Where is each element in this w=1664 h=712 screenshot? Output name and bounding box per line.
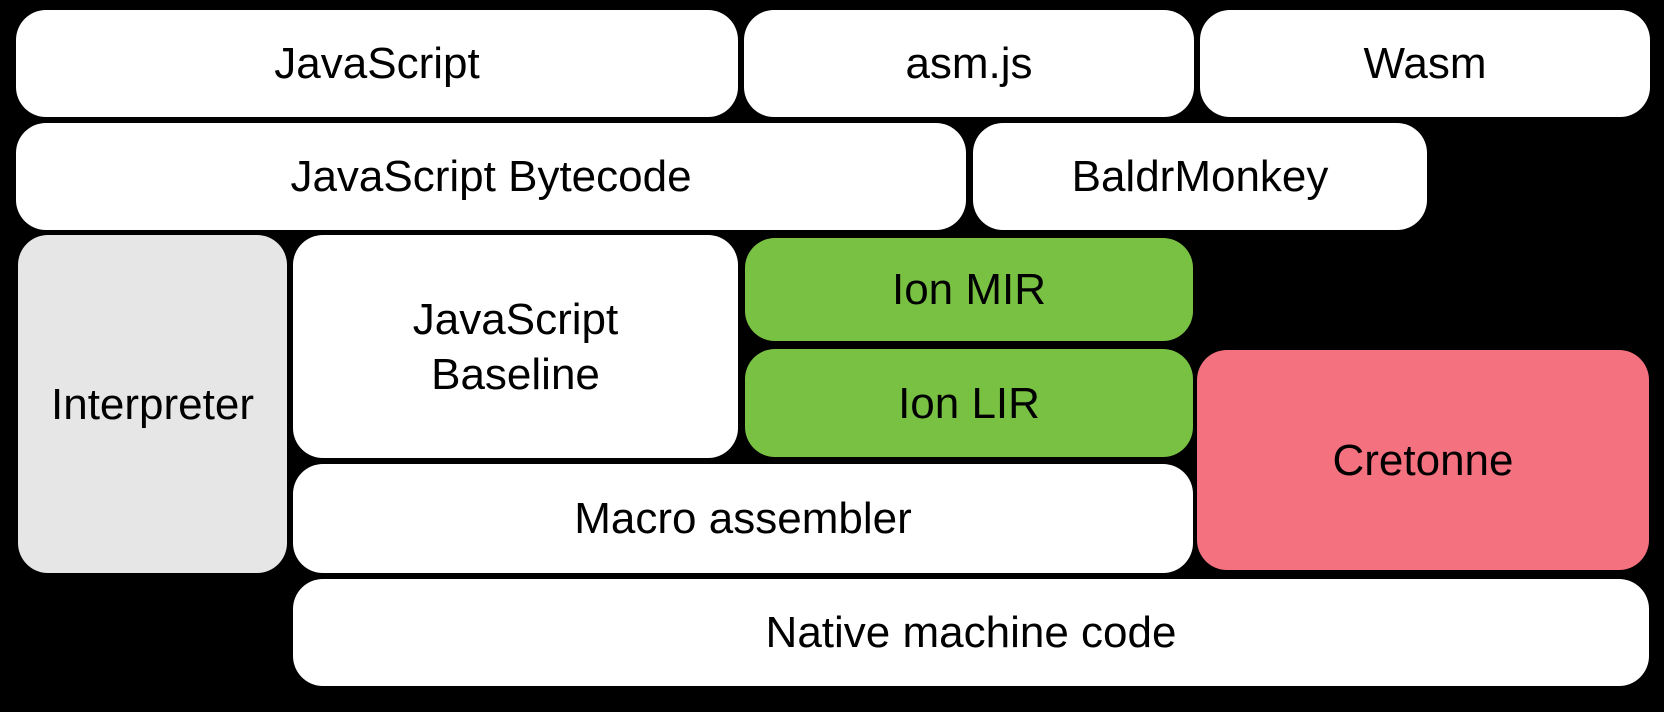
node-native-machine-code-label: Native machine code (765, 608, 1177, 657)
node-ion-lir-label: Ion LIR (898, 378, 1040, 428)
node-wasm: Wasm (1200, 10, 1650, 117)
node-interpreter-label: Interpreter (51, 379, 254, 429)
node-javascript: JavaScript (16, 10, 738, 117)
node-native-machine-code: Native machine code (293, 579, 1649, 686)
node-ion-lir: Ion LIR (745, 349, 1193, 457)
node-ion-mir-label: Ion MIR (891, 265, 1047, 314)
node-cretonne-label: Cretonne (1332, 435, 1514, 485)
node-javascript-baseline-label: JavaScript Baseline (412, 294, 619, 399)
node-javascript-label: JavaScript (274, 39, 480, 88)
node-macro-assembler-label: Macro assembler (574, 494, 912, 543)
node-wasm-label: Wasm (1363, 39, 1487, 88)
node-interpreter: Interpreter (18, 235, 287, 573)
node-ion-mir: Ion MIR (745, 238, 1193, 341)
node-javascript-baseline: JavaScript Baseline (293, 235, 738, 458)
node-cretonne: Cretonne (1197, 350, 1649, 570)
node-baldrmonkey-label: BaldrMonkey (1071, 152, 1329, 201)
node-javascript-bytecode: JavaScript Bytecode (16, 123, 966, 230)
node-macro-assembler: Macro assembler (293, 464, 1193, 573)
node-asmjs: asm.js (744, 10, 1194, 117)
node-baldrmonkey: BaldrMonkey (973, 123, 1427, 230)
node-javascript-bytecode-label: JavaScript Bytecode (290, 152, 692, 201)
node-asmjs-label: asm.js (905, 39, 1033, 88)
